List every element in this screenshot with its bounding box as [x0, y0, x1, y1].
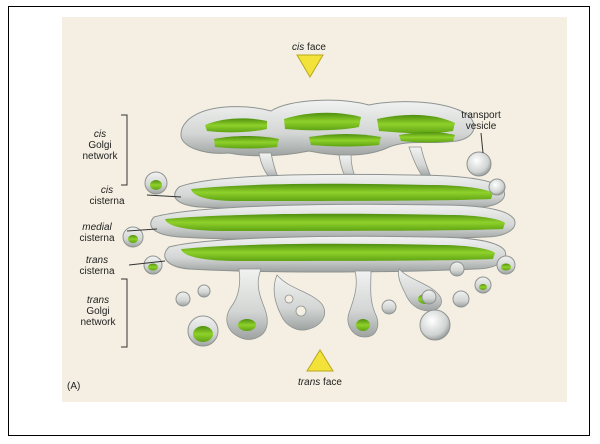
cis-face-arrow [297, 55, 323, 77]
trans-golgi-network [227, 269, 442, 339]
slide-frame: cis face trans face transport vesicle ci… [8, 6, 590, 436]
panel-letter: (A) [67, 381, 91, 392]
cis-golgi-network [181, 100, 474, 181]
cis-face-label: cis face [277, 42, 341, 53]
cis-golgi-network-label: cis Golgi network [77, 129, 123, 162]
trans-face-label: trans face [281, 377, 359, 388]
cis-cisterna-label: cis cisterna [79, 185, 135, 207]
trans-cisterna-label: trans cisterna [69, 255, 125, 277]
medial-cisterna [151, 204, 515, 240]
transport-vesicle-label: transport vesicle [449, 110, 513, 132]
trans-face-arrow [307, 350, 333, 371]
medial-cisterna-label: medial cisterna [69, 222, 125, 244]
trans-golgi-network-label: trans Golgi network [75, 295, 121, 328]
